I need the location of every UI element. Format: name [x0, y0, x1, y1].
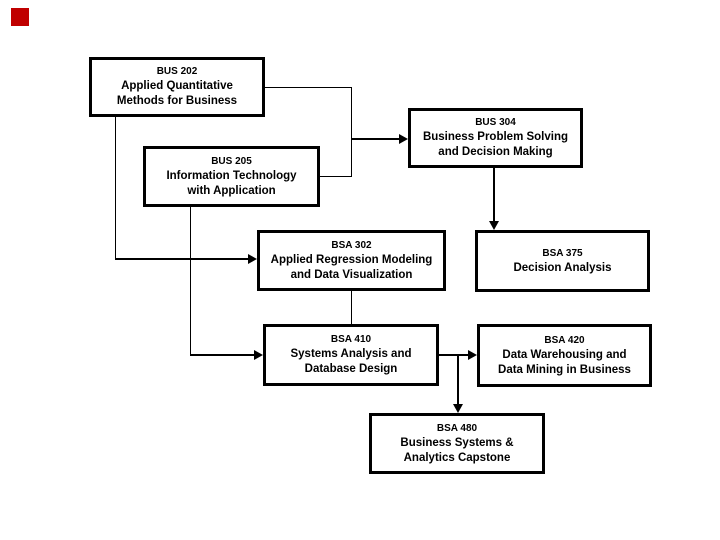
course-code: BUS 202 — [156, 66, 198, 77]
course-title-line: Applied Regression Modeling — [270, 253, 433, 266]
course-title-line: Business Problem Solving — [422, 131, 569, 143]
course-title-line: Applied Quantitative — [121, 80, 233, 92]
course-box-bus202: BUS 202 Applied Quantitative Methods for… — [89, 57, 265, 117]
connector-to-bsa410 — [190, 354, 254, 356]
connector-bus205-down — [190, 207, 191, 356]
connector-bus304-to-bsa375 — [493, 168, 495, 221]
arrowhead-into-bus304 — [399, 134, 408, 144]
course-box-bus205: BUS 205 Information Technology with Appl… — [143, 146, 320, 207]
course-title-line: Database Design — [304, 363, 398, 375]
arrowhead-into-bsa410 — [254, 350, 263, 360]
course-title-line: Systems Analysis and — [290, 348, 412, 360]
connector-junction-to-bus304 — [351, 138, 399, 140]
course-box-bsa480: BSA 480 Business Systems & Analytics Cap… — [369, 413, 545, 474]
course-title-line: and Data Visualization — [290, 268, 413, 281]
course-code: BSA 410 — [330, 334, 372, 345]
course-title-line: Data Warehousing and — [502, 348, 627, 361]
course-title-line: Data Mining in Business — [498, 363, 631, 376]
course-code: BUS 205 — [211, 155, 252, 167]
course-code: BUS 304 — [475, 117, 516, 128]
course-title-line: Analytics Capstone — [403, 451, 511, 464]
course-title-line: Business Systems & — [400, 436, 514, 449]
course-code: BSA 420 — [544, 334, 585, 346]
arrowhead-into-bsa420 — [468, 350, 477, 360]
arrowhead-into-bsa302 — [248, 254, 257, 264]
course-title-line: with Application — [187, 184, 276, 197]
connector-bus202-down — [115, 117, 116, 259]
connector-to-bsa480 — [457, 355, 459, 404]
course-title-line: Methods for Business — [116, 95, 238, 107]
arrowhead-into-bsa375 — [489, 221, 499, 230]
course-title-line: and Decision Making — [438, 146, 553, 158]
course-title-line: Decision Analysis — [513, 261, 612, 274]
connector-bsa302-to-bsa410 — [351, 291, 352, 324]
course-box-bsa420: BSA 420 Data Warehousing and Data Mining… — [477, 324, 652, 387]
course-box-bsa375: BSA 375 Decision Analysis — [475, 230, 650, 292]
course-title-line: Information Technology — [166, 169, 297, 182]
arrowhead-into-bsa480 — [453, 404, 463, 413]
connector-junction-vertical — [351, 87, 352, 177]
course-code: BSA 302 — [331, 239, 372, 251]
course-box-bsa410: BSA 410 Systems Analysis and Database De… — [263, 324, 439, 386]
course-code: BSA 480 — [436, 422, 478, 434]
connector-bus202-right-to-junction — [265, 87, 351, 88]
course-box-bus304: BUS 304 Business Problem Solving and Dec… — [408, 108, 583, 168]
course-box-bsa302: BSA 302 Applied Regression Modeling and … — [257, 230, 446, 291]
red-square-decoration — [11, 8, 29, 26]
connector-bus205-right-to-junction — [320, 176, 351, 177]
connector-bsa410-to-bsa420 — [439, 354, 468, 356]
connector-to-bsa302 — [115, 258, 248, 260]
course-code: BSA 375 — [542, 247, 583, 259]
